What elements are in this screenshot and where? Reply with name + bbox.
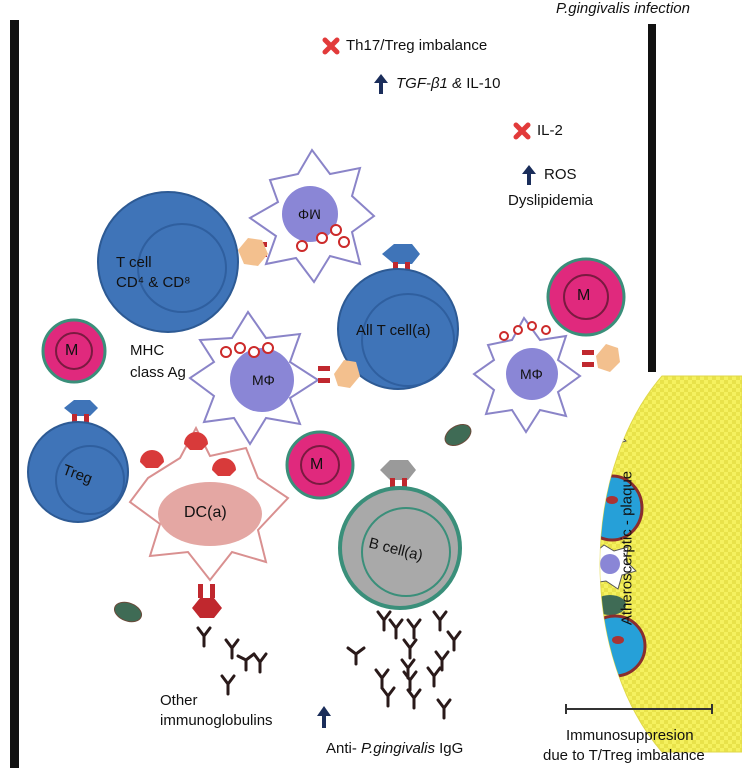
immunosuppression-label: Immunosuppresion — [566, 727, 694, 744]
macrophage-right-label: MΦ — [520, 366, 543, 382]
il2-label: IL-2 — [537, 122, 563, 139]
macrophage-right — [472, 316, 620, 434]
mhc-class-label: class Ag — [130, 364, 186, 381]
th17-treg-item: Th17/Treg imbalance — [322, 37, 487, 56]
il2-item: IL-2 — [513, 122, 563, 141]
plaque-label: Atheroscerptic - plaque — [618, 470, 636, 626]
up-arrow-icon — [374, 74, 388, 94]
bacteria — [113, 424, 472, 623]
tgf-label: TGF-β1 & — [396, 74, 463, 92]
m-cell-left — [41, 318, 107, 384]
treg-cell — [27, 400, 129, 523]
immunoglobulins-label: immunoglobulins — [160, 712, 273, 729]
cross-icon — [322, 37, 340, 55]
macrophage-middle — [188, 310, 360, 446]
treg-imbalance-label: due to T/Treg imbalance — [543, 747, 705, 764]
ros-item: ROS — [520, 164, 577, 186]
up-arrow-icon — [317, 706, 331, 728]
activated-t-cell-label: All T cell(a) — [356, 322, 431, 339]
macrophage-top-label: MΦ — [298, 206, 321, 223]
t-cell-cd-label: CD⁴ & CD⁸ — [116, 274, 191, 291]
dyslipidemia-label: Dyslipidemia — [508, 192, 594, 209]
t-cell-label: T cell — [116, 254, 152, 271]
right-boundary-bar — [648, 24, 656, 372]
m-cell-left-label: M — [65, 342, 79, 359]
anti-prefix: Anti- — [326, 740, 362, 757]
anti-species: P.gingivalis — [361, 740, 435, 757]
cross-icon — [513, 122, 531, 140]
dendritic-cell — [128, 425, 290, 618]
m-cell-right — [546, 257, 626, 337]
anti-igg-label: Anti- P.gingivalis IgG — [326, 740, 463, 759]
th17-treg-label: Th17/Treg imbalance — [346, 37, 488, 54]
left-boundary-bar — [10, 20, 19, 768]
anti-suffix: IgG — [434, 740, 464, 757]
tgf-il10-item: TGF-β1 & IL-10 — [372, 73, 500, 95]
macrophage-top — [238, 148, 376, 284]
infection-title: P.gingivalis infection — [556, 0, 690, 17]
ros-label: ROS — [544, 165, 577, 183]
mhc-label: MHC — [130, 342, 165, 359]
up-arrow-icon — [522, 165, 536, 185]
t-cell-cd4-cd8 — [97, 191, 239, 333]
dc-label: DC(a) — [184, 504, 227, 521]
m-cell-middle — [285, 430, 355, 500]
macrophage-middle-label: MΦ — [252, 372, 275, 388]
m-cell-right-label: M — [577, 287, 591, 304]
il10-label: IL-10 — [466, 74, 501, 92]
immunosuppression-bracket — [565, 704, 713, 714]
antibodies — [196, 610, 462, 720]
other-ig-label: Other — [160, 692, 198, 709]
b-cell — [338, 460, 462, 610]
m-cell-middle-label: M — [310, 456, 324, 473]
activated-t-cell — [337, 244, 459, 390]
